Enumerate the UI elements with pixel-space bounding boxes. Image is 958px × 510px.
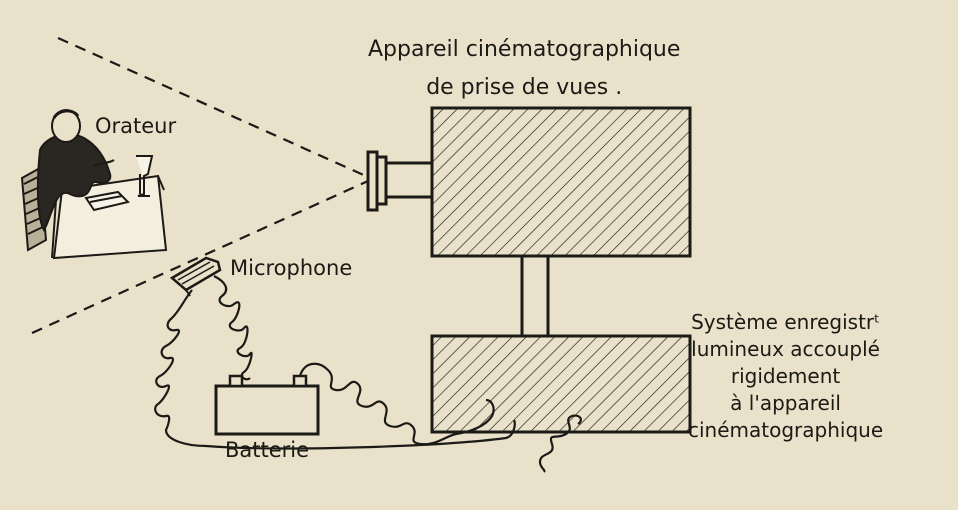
- recorder-line-5: cinématographique: [688, 418, 884, 442]
- camera-body: [430, 106, 692, 258]
- coiled-wires: [154, 275, 582, 473]
- camera-title-line-1: Appareil cinématographique: [368, 37, 681, 62]
- wire-mic-battery: [213, 275, 253, 381]
- wire-mic-loop: [154, 289, 516, 450]
- camera-lens: [366, 150, 434, 212]
- recorder-body: [430, 334, 692, 434]
- recorder-line-1: Système enregistrᵗ: [691, 310, 881, 334]
- microphone: [169, 256, 222, 297]
- camera-title-line-2: de prise de vues .: [426, 75, 623, 100]
- battery: [214, 374, 320, 436]
- glass: [136, 155, 154, 197]
- coupling-shaft: [520, 254, 550, 338]
- camera-title: Appareil cinématographique de prise de v…: [368, 31, 680, 107]
- recorder-line-2: lumineux accouplé: [691, 337, 880, 361]
- recorder-line-3: rigidement: [730, 364, 841, 388]
- view-line-bottom: [31, 179, 369, 335]
- orateur-label: Orateur: [95, 114, 177, 138]
- wire-battery-recorder: [298, 362, 495, 446]
- recorder-description: Système enregistrᵗ lumineux accouplé rig…: [688, 309, 883, 444]
- orator-scene: [20, 109, 168, 260]
- microphone-label: Microphone: [230, 256, 353, 280]
- batterie-label: Batterie: [225, 438, 310, 462]
- view-line-top: [57, 36, 369, 179]
- orator-figure: [36, 133, 112, 232]
- wire-recorder-right: [538, 414, 582, 473]
- recorder-line-4: à l'appareil: [730, 391, 841, 415]
